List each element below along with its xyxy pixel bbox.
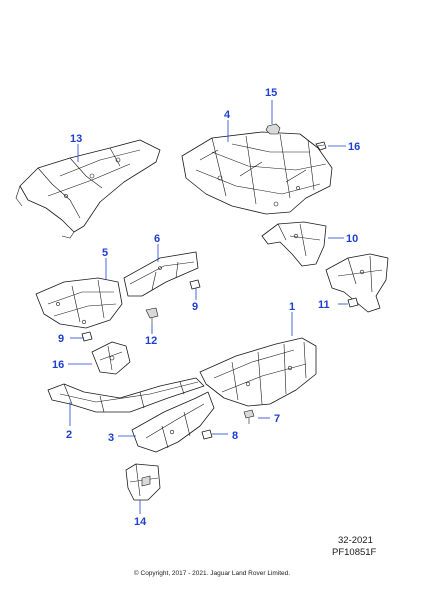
part-14-bracket (125, 463, 161, 501)
part-13-heat-shield (15, 139, 161, 239)
callout-16-upper: 16 (348, 141, 360, 153)
part-9-clip-right (189, 279, 201, 290)
leader-lines (68, 100, 348, 514)
callout-14: 14 (134, 516, 147, 528)
callout-7: 7 (274, 413, 280, 425)
part-6-heat-shield (123, 251, 199, 297)
plate-number: PF10851F (332, 547, 377, 558)
copyright-notice: © Copyright, 2017 - 2021. Jaguar Land Ro… (134, 569, 290, 577)
part-3-heat-shield (131, 391, 215, 453)
callout-4: 4 (224, 109, 231, 121)
callout-16-lower: 16 (52, 359, 64, 371)
callout-10: 10 (346, 233, 358, 245)
callout-8: 8 (232, 430, 238, 442)
callout-1: 1 (289, 301, 295, 313)
callout-9-right: 9 (192, 301, 198, 313)
callout-9-left: 9 (58, 333, 64, 345)
part-16-clip-upper (315, 141, 327, 151)
callout-6: 6 (154, 233, 160, 245)
part-15-nut (265, 123, 281, 135)
part-11-clip (347, 297, 359, 308)
part-9-clip-left (81, 331, 93, 342)
part-10-heat-shield (261, 221, 389, 313)
part-4-heat-shield (181, 131, 333, 215)
part-2-heat-shield (47, 377, 205, 413)
callout-12: 12 (145, 335, 157, 347)
callout-2: 2 (66, 429, 72, 441)
part-5-heat-shield (35, 277, 123, 329)
callout-5: 5 (102, 247, 108, 259)
callout-15: 15 (265, 87, 277, 99)
part-7-screw (243, 409, 255, 424)
callout-3: 3 (108, 432, 114, 444)
reference-code: 32-2021 (338, 535, 373, 546)
part-16-bracket-lower (91, 341, 131, 375)
part-8-clip (201, 429, 213, 440)
part-12-bolt (145, 307, 159, 324)
callout-13: 13 (70, 133, 82, 145)
part-1-heat-shield (199, 337, 317, 407)
callout-11: 11 (318, 299, 330, 311)
callout-labels: 1 2 3 4 5 6 7 8 9 9 10 11 12 13 14 15 16… (52, 87, 360, 528)
